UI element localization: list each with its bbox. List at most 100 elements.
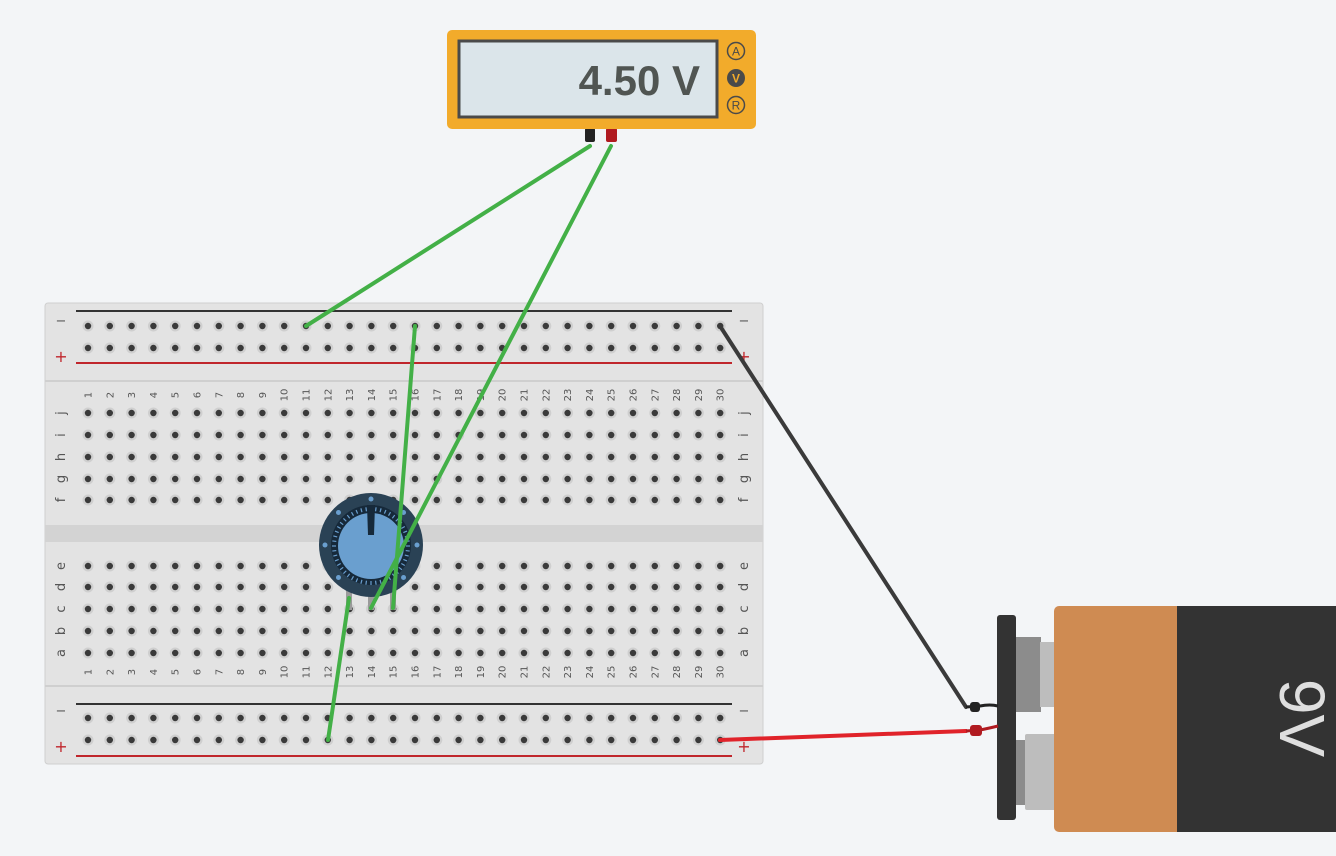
breadboard-hole[interactable] (278, 712, 290, 724)
breadboard-hole[interactable] (191, 625, 203, 637)
breadboard-hole[interactable] (235, 494, 247, 506)
mode-ammeter-button[interactable]: A (726, 41, 746, 61)
breadboard-hole[interactable] (431, 734, 443, 746)
breadboard-hole[interactable] (496, 625, 508, 637)
breadboard-hole[interactable] (453, 407, 465, 419)
breadboard-hole[interactable] (104, 407, 116, 419)
breadboard-hole[interactable] (147, 407, 159, 419)
breadboard-hole[interactable] (518, 647, 530, 659)
breadboard-hole[interactable] (104, 429, 116, 441)
breadboard-hole[interactable] (256, 734, 268, 746)
breadboard-hole[interactable] (671, 473, 683, 485)
breadboard-hole[interactable] (692, 734, 704, 746)
breadboard-hole[interactable] (583, 734, 595, 746)
breadboard-hole[interactable] (540, 712, 552, 724)
breadboard-hole[interactable] (126, 603, 138, 615)
breadboard-hole[interactable] (147, 451, 159, 463)
breadboard-hole[interactable] (671, 603, 683, 615)
breadboard-hole[interactable] (496, 451, 508, 463)
breadboard-hole[interactable] (278, 625, 290, 637)
breadboard-hole[interactable] (344, 712, 356, 724)
probe-com[interactable] (585, 128, 595, 142)
breadboard-hole[interactable] (344, 473, 356, 485)
breadboard-hole[interactable] (213, 342, 225, 354)
breadboard-hole[interactable] (278, 473, 290, 485)
breadboard-hole[interactable] (147, 473, 159, 485)
breadboard-hole[interactable] (431, 712, 443, 724)
breadboard-hole[interactable] (540, 647, 552, 659)
breadboard-hole[interactable] (235, 581, 247, 593)
breadboard-hole[interactable] (496, 407, 508, 419)
breadboard-hole[interactable] (256, 647, 268, 659)
breadboard-hole[interactable] (213, 712, 225, 724)
breadboard-hole[interactable] (583, 451, 595, 463)
breadboard-hole[interactable] (126, 647, 138, 659)
breadboard-hole[interactable] (213, 407, 225, 419)
breadboard-hole[interactable] (518, 603, 530, 615)
breadboard-hole[interactable] (191, 451, 203, 463)
breadboard-hole[interactable] (344, 625, 356, 637)
breadboard-hole[interactable] (169, 342, 181, 354)
breadboard-hole[interactable] (278, 647, 290, 659)
breadboard-hole[interactable] (409, 712, 421, 724)
breadboard-hole[interactable] (649, 429, 661, 441)
breadboard-hole[interactable] (235, 407, 247, 419)
breadboard-hole[interactable] (409, 581, 421, 593)
breadboard-hole[interactable] (278, 560, 290, 572)
breadboard-hole[interactable] (104, 473, 116, 485)
breadboard-hole[interactable] (344, 734, 356, 746)
breadboard-hole[interactable] (540, 473, 552, 485)
breadboard-hole[interactable] (322, 647, 334, 659)
breadboard-hole[interactable] (540, 320, 552, 332)
breadboard-hole[interactable] (649, 407, 661, 419)
breadboard-hole[interactable] (213, 494, 225, 506)
wire-black-battery[interactable] (718, 324, 968, 709)
breadboard-hole[interactable] (605, 560, 617, 572)
breadboard-hole[interactable] (300, 342, 312, 354)
breadboard-hole[interactable] (583, 473, 595, 485)
breadboard-hole[interactable] (627, 581, 639, 593)
breadboard-hole[interactable] (627, 494, 639, 506)
breadboard-hole[interactable] (431, 451, 443, 463)
breadboard-hole[interactable] (256, 407, 268, 419)
breadboard-hole[interactable] (300, 407, 312, 419)
breadboard-hole[interactable] (518, 734, 530, 746)
breadboard-hole[interactable] (605, 473, 617, 485)
breadboard-hole[interactable] (365, 429, 377, 441)
breadboard-hole[interactable] (431, 429, 443, 441)
breadboard-hole[interactable] (191, 429, 203, 441)
breadboard-hole[interactable] (714, 473, 726, 485)
breadboard-hole[interactable] (104, 647, 116, 659)
breadboard-hole[interactable] (300, 473, 312, 485)
breadboard-hole[interactable] (562, 429, 574, 441)
breadboard-hole[interactable] (649, 320, 661, 332)
breadboard-hole[interactable] (627, 407, 639, 419)
breadboard-hole[interactable] (104, 734, 116, 746)
breadboard-hole[interactable] (671, 494, 683, 506)
breadboard-hole[interactable] (671, 451, 683, 463)
breadboard-hole[interactable] (169, 581, 181, 593)
breadboard-hole[interactable] (344, 320, 356, 332)
breadboard-hole[interactable] (649, 473, 661, 485)
breadboard-hole[interactable] (562, 320, 574, 332)
breadboard-hole[interactable] (627, 712, 639, 724)
breadboard-hole[interactable] (671, 560, 683, 572)
breadboard-hole[interactable] (147, 494, 159, 506)
breadboard-hole[interactable] (496, 320, 508, 332)
breadboard-hole[interactable] (453, 625, 465, 637)
breadboard-hole[interactable] (627, 625, 639, 637)
breadboard-hole[interactable] (256, 560, 268, 572)
breadboard-hole[interactable] (518, 560, 530, 572)
breadboard-hole[interactable] (518, 429, 530, 441)
breadboard-hole[interactable] (649, 581, 661, 593)
multimeter[interactable]: 4.50 V A V R (447, 30, 756, 142)
breadboard-hole[interactable] (562, 712, 574, 724)
breadboard-hole[interactable] (147, 320, 159, 332)
breadboard-hole[interactable] (256, 342, 268, 354)
breadboard-hole[interactable] (540, 342, 552, 354)
breadboard-hole[interactable] (409, 473, 421, 485)
wire-meter-red-to-wiper[interactable] (369, 144, 613, 610)
breadboard-hole[interactable] (344, 429, 356, 441)
breadboard-hole[interactable] (191, 647, 203, 659)
breadboard-hole[interactable] (344, 647, 356, 659)
